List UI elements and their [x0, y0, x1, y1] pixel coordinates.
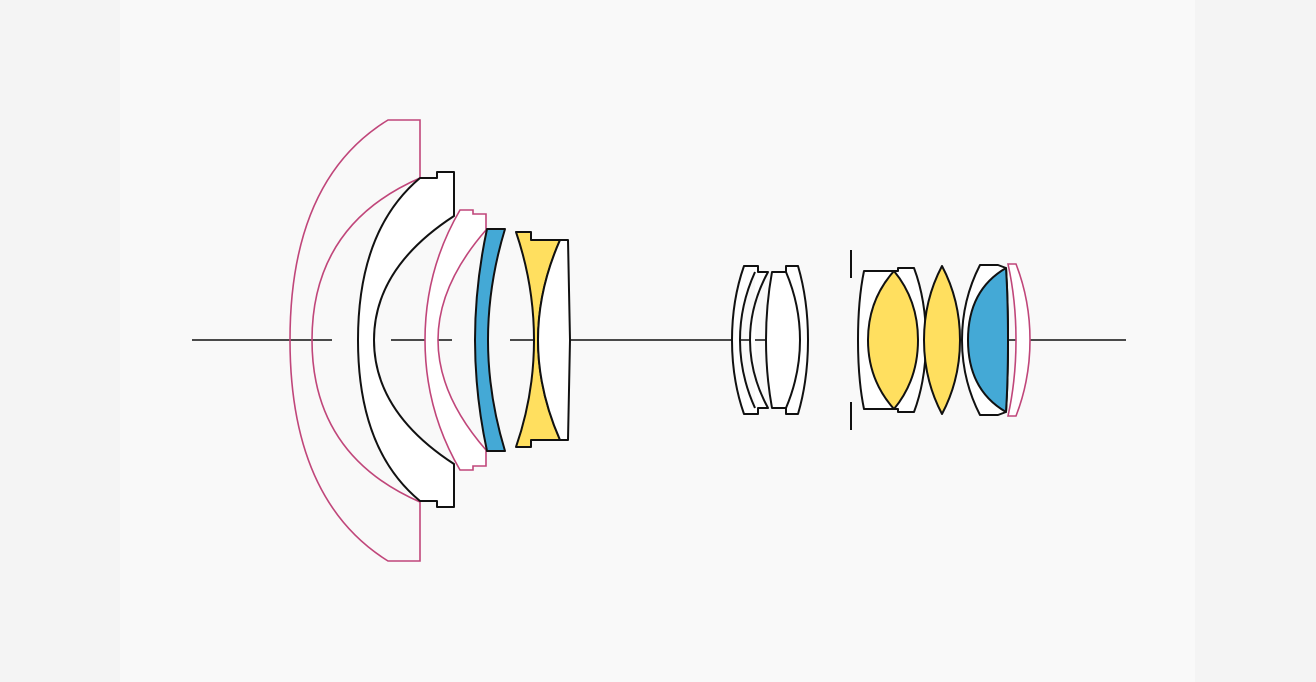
element-11 — [967, 267, 1009, 413]
front-aspherical-shell — [289, 119, 421, 562]
element-3 — [474, 228, 506, 452]
element-8 — [867, 270, 919, 410]
element-5 — [537, 239, 571, 441]
element-9 — [923, 265, 961, 415]
element-6 — [731, 265, 769, 415]
element-1 — [357, 171, 455, 508]
element-7 — [765, 265, 809, 415]
element-12 — [1007, 263, 1031, 417]
